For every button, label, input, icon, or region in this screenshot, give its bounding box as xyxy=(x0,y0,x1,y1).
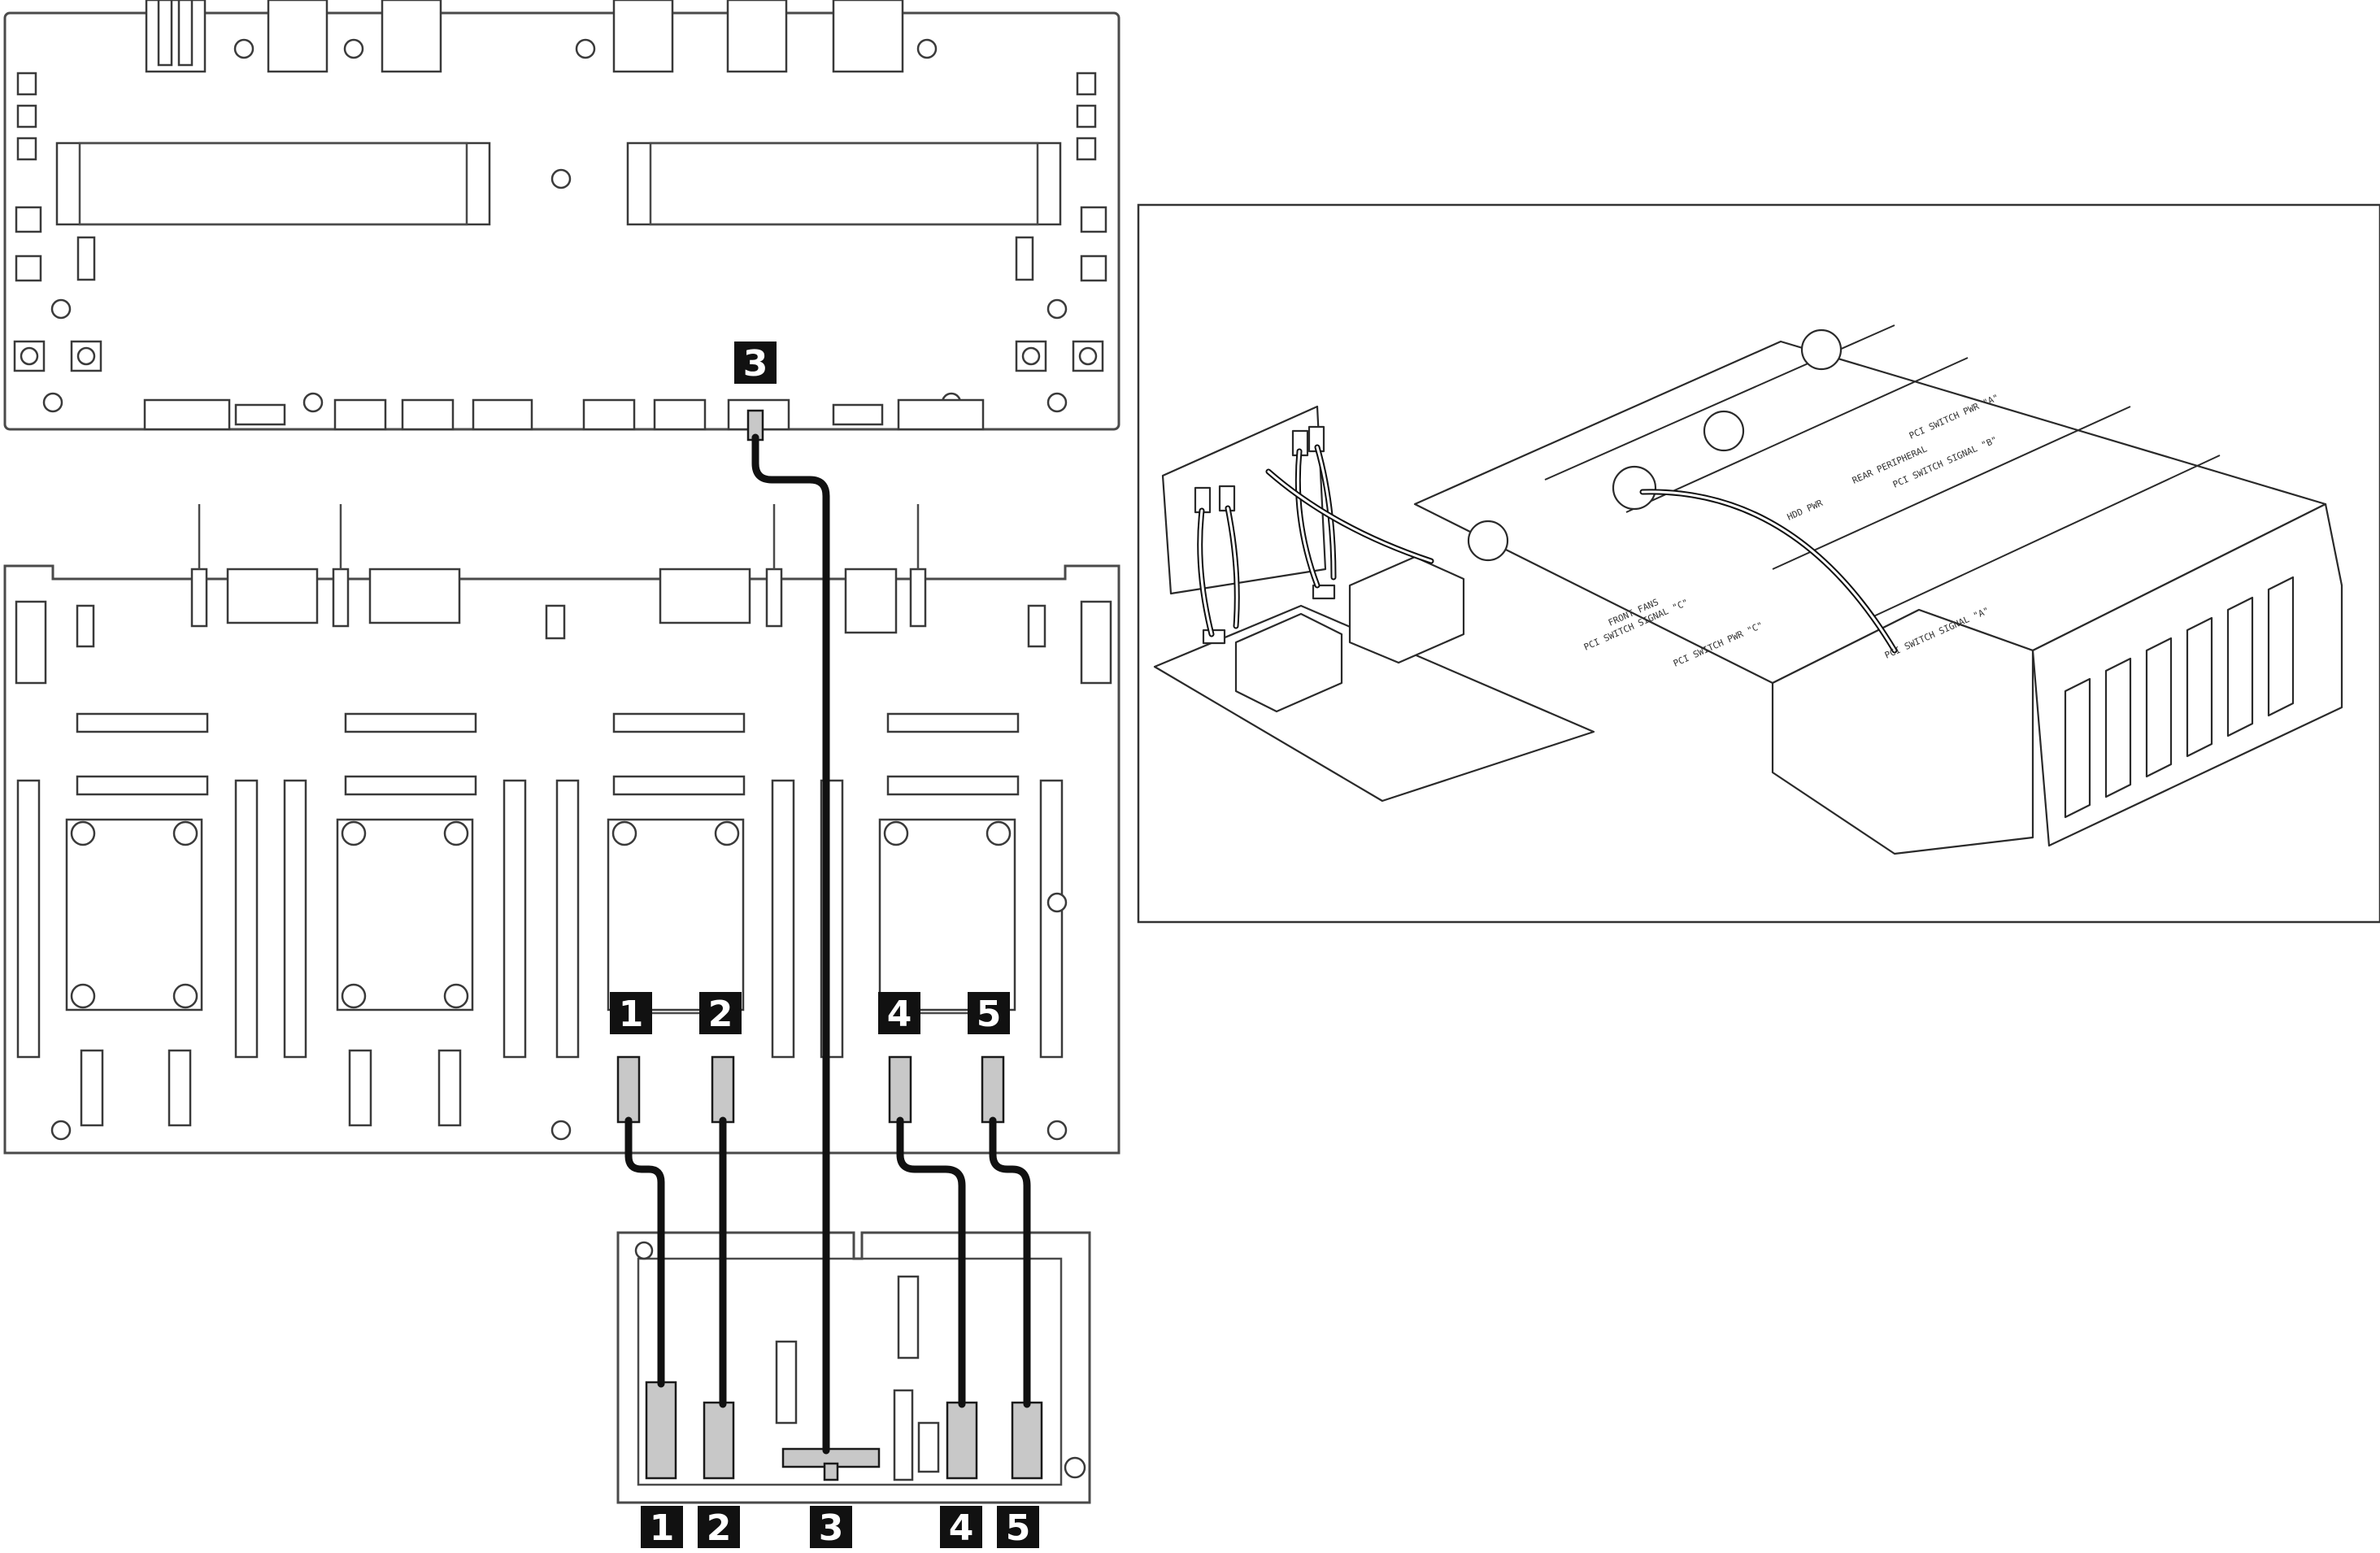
board-window-right xyxy=(626,141,1062,226)
inset-cable-clip xyxy=(1612,465,1657,511)
board-window-left xyxy=(55,141,491,226)
svg-text:4: 4 xyxy=(887,994,912,1035)
cable-5 xyxy=(989,1116,1031,1408)
isometric-inset: PCI SWITCH PWR "A" PCI SWITCH SIGNAL "B"… xyxy=(1137,203,2380,924)
bottom-edge-connectors xyxy=(143,398,985,431)
callout-3-top: 3 xyxy=(734,341,777,385)
svg-text:1: 1 xyxy=(650,1507,675,1549)
svg-text:2: 2 xyxy=(708,994,733,1035)
bottom-connector-4 xyxy=(946,1401,978,1480)
side-connectors xyxy=(13,72,1107,372)
upper-connector-blocks xyxy=(226,568,898,640)
svg-text:1: 1 xyxy=(619,994,644,1035)
callout-3-bottom: 3 xyxy=(810,1506,852,1549)
bottom-board xyxy=(616,1231,1091,1504)
riser-slots xyxy=(16,779,1064,1059)
inset-cables xyxy=(1197,444,1898,654)
cable-3 xyxy=(751,433,830,1455)
bottom-connector-5 xyxy=(1011,1401,1043,1480)
top-slot-connectors xyxy=(145,0,904,73)
callout-1-system: 1 xyxy=(610,992,652,1035)
cable-1 xyxy=(624,1116,665,1388)
system-board-right-power xyxy=(1080,600,1112,685)
callout-1-bottom: 1 xyxy=(641,1506,683,1549)
callout-5-bottom: 5 xyxy=(997,1506,1039,1549)
pcie-switch-board xyxy=(3,0,1120,442)
lower-slim-connectors xyxy=(80,1049,462,1127)
callout-4-bottom: 4 xyxy=(940,1506,982,1549)
svg-text:5: 5 xyxy=(977,994,1002,1035)
callouts: 3 1 2 4 5 1 2 3 4 5 xyxy=(610,341,1039,1549)
processor-sockets xyxy=(65,818,1016,1011)
callout-4-system: 4 xyxy=(878,992,920,1035)
bottom-connector-2 xyxy=(703,1401,735,1480)
system-board-left-power xyxy=(15,600,47,685)
guide-pins xyxy=(190,504,927,628)
cable-4 xyxy=(896,1116,966,1408)
bottom-connector-1 xyxy=(645,1381,677,1480)
callout-5-system: 5 xyxy=(968,992,1010,1035)
svg-text:2: 2 xyxy=(707,1507,732,1549)
svg-text:4: 4 xyxy=(949,1507,974,1549)
dimm-rows xyxy=(76,712,1020,796)
svg-text:3: 3 xyxy=(743,343,768,385)
cables xyxy=(624,433,1031,1455)
inset-front-bays xyxy=(2064,576,2295,819)
callout-2-bottom: 2 xyxy=(698,1506,740,1549)
svg-text:3: 3 xyxy=(819,1507,844,1549)
callout-2-system: 2 xyxy=(699,992,742,1035)
svg-text:5: 5 xyxy=(1006,1507,1031,1549)
mounting-holes xyxy=(42,38,1068,413)
system-board xyxy=(3,504,1120,1155)
inset-rear-plate xyxy=(1161,405,1327,595)
